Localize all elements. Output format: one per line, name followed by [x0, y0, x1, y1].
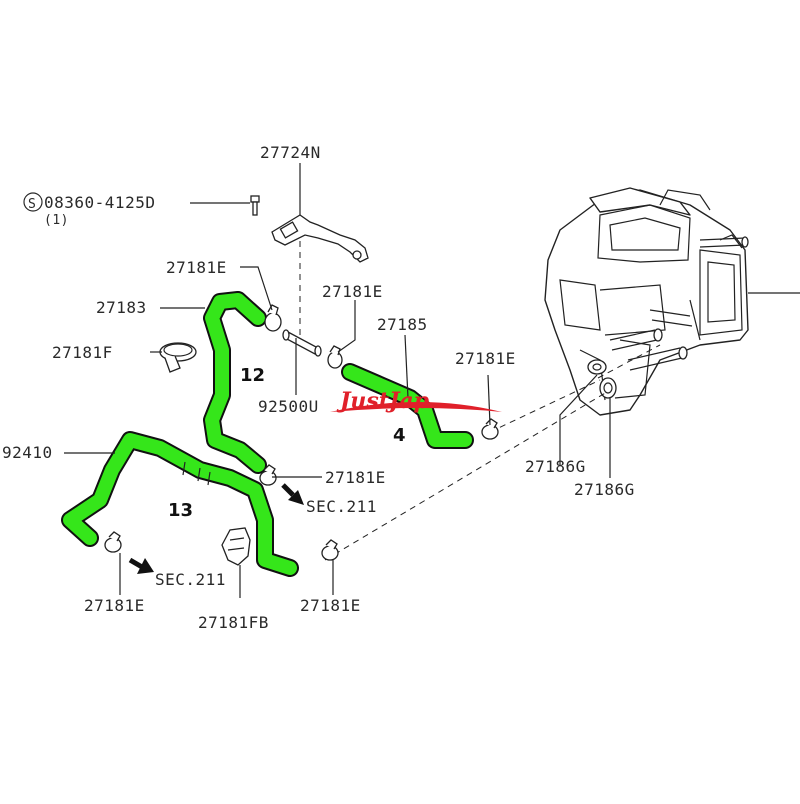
label-92500u: 92500U	[258, 397, 319, 416]
clamp-27181e-2	[327, 345, 343, 369]
label-08360-group: S 08360-4125D (1)	[23, 192, 155, 228]
clamp-27181e-6	[321, 539, 339, 561]
label-27181e-6: 27181E	[300, 596, 361, 615]
watermark-logo: JustJap	[330, 388, 502, 414]
label-27181fb: 27181FB	[198, 613, 269, 632]
label-27185: 27185	[377, 315, 428, 334]
clamp-27181e-4	[259, 464, 277, 486]
hose-92410	[61, 431, 299, 577]
callout-13: 13	[168, 500, 193, 521]
dash-line-3	[597, 344, 661, 379]
leader-lines	[64, 163, 611, 598]
label-27181e-5: 27181E	[84, 596, 145, 615]
grommet-27186g-upper	[587, 359, 607, 375]
label-27724n: 27724N	[260, 143, 321, 162]
label-sec-211-lower: SEC.211	[155, 570, 226, 589]
clamp-27181e-5	[104, 531, 122, 553]
hose-27183	[203, 291, 267, 474]
label-27181e-1: 27181E	[166, 258, 227, 277]
clamp-27181f	[159, 342, 197, 373]
label-27186g-1: 27186G	[525, 457, 586, 476]
callout-12: 12	[240, 365, 265, 386]
dash-line-2	[489, 379, 601, 433]
heater-unit	[544, 187, 800, 416]
grommet-27186g-lower	[599, 377, 617, 399]
screw-08360	[250, 195, 260, 216]
label-27181e-2: 27181E	[322, 282, 383, 301]
label-27186g-2: 27186G	[574, 480, 635, 499]
label-27183: 27183	[96, 298, 147, 317]
arrow-sec-211-lower	[128, 557, 154, 574]
callout-4: 4	[393, 425, 406, 446]
clamp-27181e-1	[264, 304, 282, 332]
clip-27181fb	[221, 527, 251, 566]
s-symbol-icon	[23, 192, 43, 212]
label-27181e-4: 27181E	[325, 468, 386, 487]
pipe-92500u	[282, 329, 322, 357]
watermark-text: JustJap	[336, 388, 430, 414]
label-08360-sym: S	[28, 197, 36, 212]
label-08360: 08360-4125D	[44, 193, 155, 212]
label-27181f: 27181F	[52, 343, 113, 362]
label-92410: 92410	[2, 443, 53, 462]
label-08360-qty: (1)	[44, 213, 69, 228]
label-sec-211-upper: SEC.211	[306, 497, 377, 516]
bracket-27724n	[271, 214, 369, 263]
label-27181e-3: 27181E	[455, 349, 516, 368]
arrow-sec-211-upper	[281, 483, 304, 505]
